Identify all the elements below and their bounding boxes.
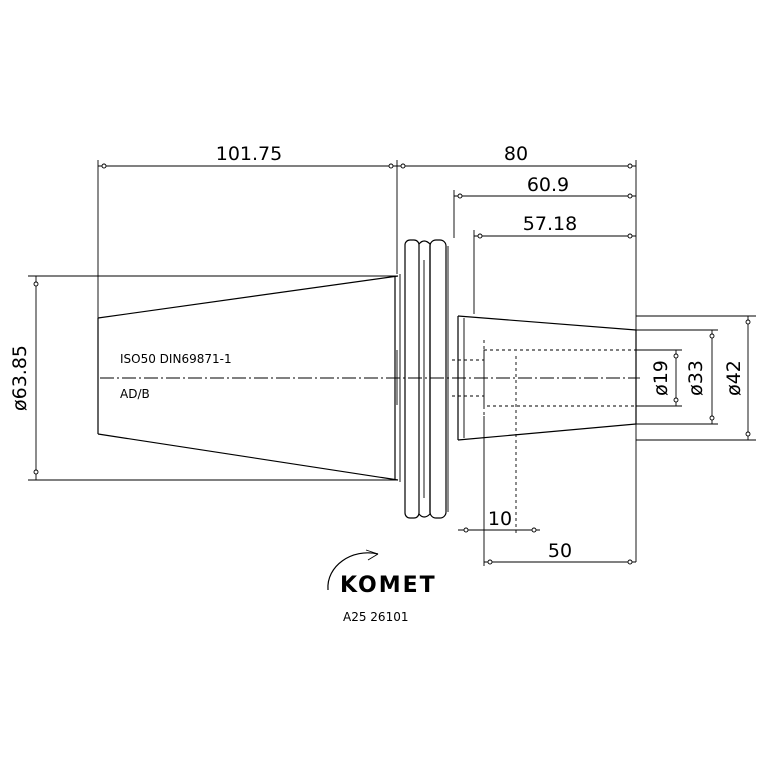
- dim-57-18-label: 57.18: [523, 213, 577, 235]
- dim-taper-diameter: ø63.85: [9, 275, 398, 481]
- dim-57-18: 57.18: [473, 213, 636, 314]
- dim-depth-10: 10: [458, 356, 540, 566]
- part-number: A25 26101: [343, 610, 408, 624]
- dim-depth-50: 50: [484, 540, 636, 565]
- form-note: AD/B: [120, 387, 150, 401]
- dim-bore-diameter-label: ø19: [650, 360, 672, 396]
- dim-taper-diameter-label: ø63.85: [9, 345, 31, 411]
- dim-diameter-42: ø42: [636, 315, 756, 441]
- dim-diameter-42-label: ø42: [723, 360, 745, 396]
- dim-total-length: 80: [397, 143, 637, 562]
- dim-60-9: 60.9: [453, 174, 636, 238]
- standard-note: ISO50 DIN69871-1: [120, 352, 232, 366]
- dim-bore-diameter: ø19: [636, 349, 682, 407]
- dim-60-9-label: 60.9: [527, 174, 569, 196]
- dim-taper-length: 101.75: [97, 143, 398, 320]
- komet-logo: KOMET: [327, 549, 437, 598]
- logo-text: KOMET: [340, 573, 437, 598]
- dim-diameter-33: ø33: [636, 329, 718, 425]
- flange: [404, 239, 449, 519]
- dim-taper-length-label: 101.75: [216, 143, 282, 165]
- dim-diameter-33-label: ø33: [685, 360, 707, 396]
- dim-total-length-label: 80: [504, 143, 528, 165]
- dim-depth-50-label: 50: [548, 540, 572, 562]
- dim-depth-10-label: 10: [488, 508, 512, 530]
